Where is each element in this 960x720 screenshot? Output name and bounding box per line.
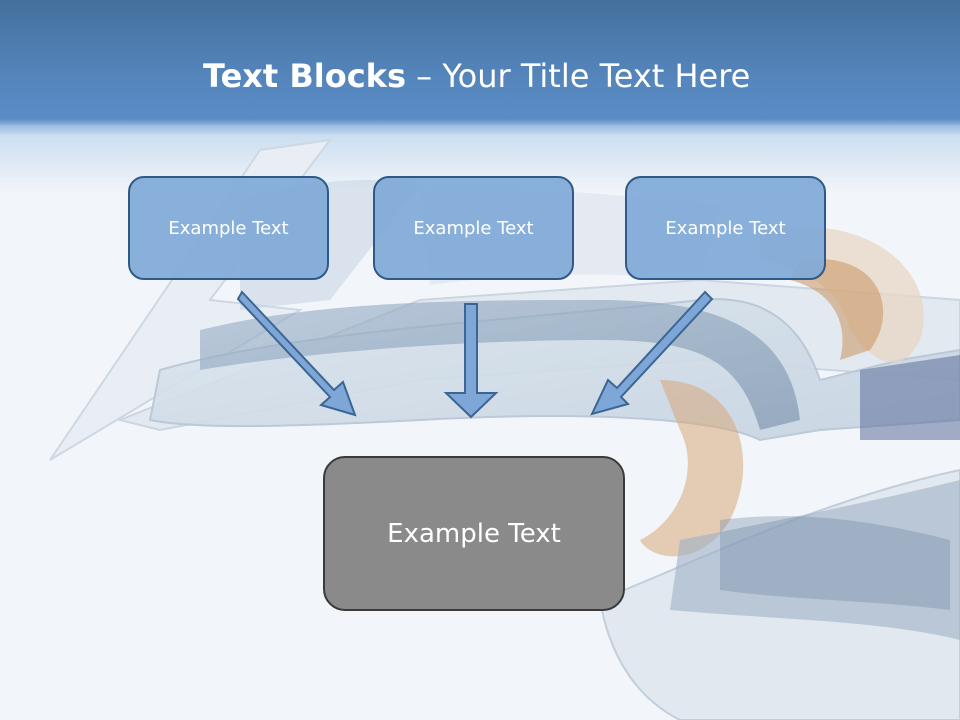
target-block: Example Text xyxy=(323,456,625,611)
slide-title: Text Blocks – Your Title Text Here xyxy=(203,56,750,96)
slide-title-rest: – Your Title Text Here xyxy=(406,57,751,95)
title-banner xyxy=(0,0,960,135)
arrow-left xyxy=(236,290,357,417)
arrow-right xyxy=(590,290,714,416)
text-block-1: Example Text xyxy=(128,176,329,280)
text-block-2: Example Text xyxy=(373,176,574,280)
slide-title-bold: Text Blocks xyxy=(203,57,406,95)
arrow-middle xyxy=(443,303,499,419)
text-block-3: Example Text xyxy=(625,176,826,280)
